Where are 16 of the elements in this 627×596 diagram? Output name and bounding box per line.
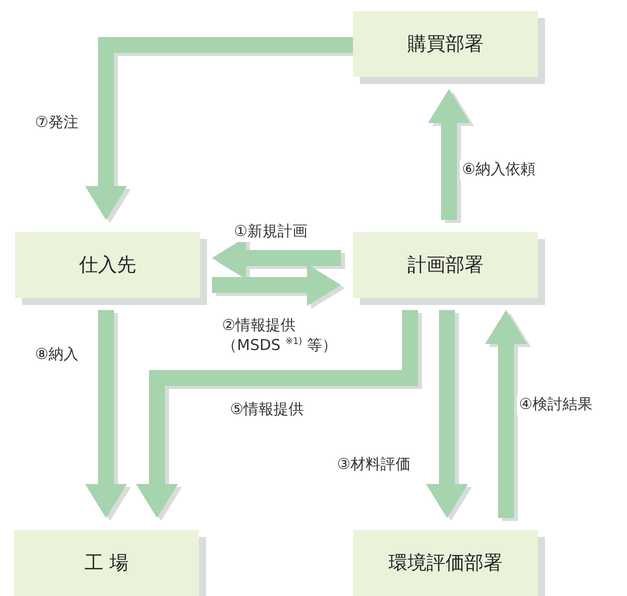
edge-label: ⑧納入 <box>33 345 80 364</box>
edge-label: ⑥納入依頼 <box>460 160 538 180</box>
arrow <box>428 89 470 220</box>
edge-label: ①新規計画 <box>232 222 310 242</box>
arrow <box>136 310 418 518</box>
arrow <box>85 37 353 220</box>
arrow <box>485 310 527 518</box>
edge-label: ⑤情報提供 <box>228 400 306 420</box>
arrow <box>85 310 127 518</box>
process-box: 環境評価部署 <box>353 530 538 596</box>
process-box: 購買部署 <box>353 11 538 77</box>
arrow <box>426 310 468 518</box>
process-box: 工 場 <box>14 530 199 596</box>
process-box: 計画部署 <box>353 232 538 298</box>
arrow <box>212 264 341 306</box>
process-box: 仕入先 <box>15 232 200 298</box>
